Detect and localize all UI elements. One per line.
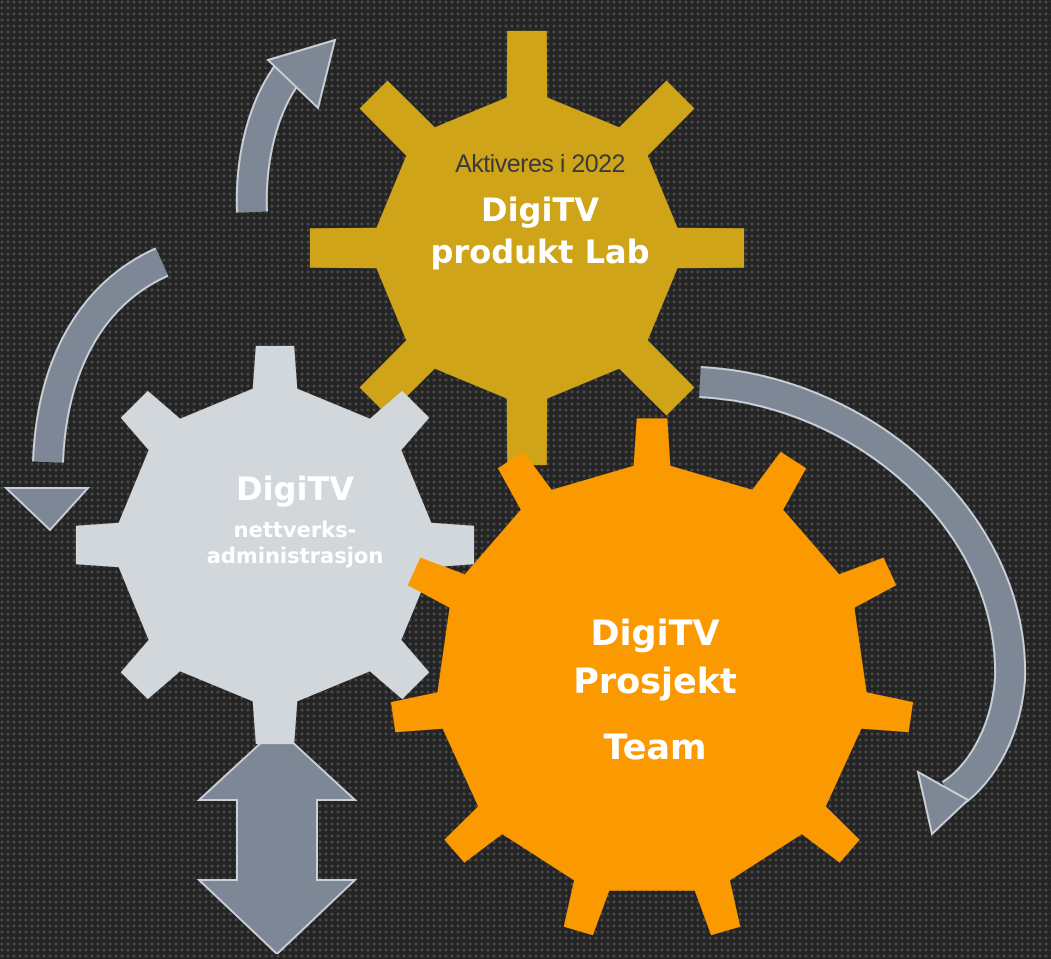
gears: [75, 30, 914, 936]
gear-network: [75, 345, 475, 745]
arrow-left: [3, 247, 169, 532]
double-arrow: [196, 726, 358, 956]
project-gear-subtitle2: Team: [603, 728, 707, 768]
project-gear-subtitle: Prosjekt: [573, 662, 737, 702]
gear-project: [390, 418, 914, 936]
network-gear-subtitle-line1: nettverks-: [233, 518, 357, 542]
gear-lab: [309, 30, 745, 466]
project-gear-title: DigiTV: [590, 614, 720, 654]
network-gear-title: DigiTV: [236, 470, 354, 508]
arrow-right: [699, 366, 1027, 836]
network-gear-subtitle-line2: administrasjon: [206, 544, 384, 568]
lab-gear-title: DigiTV: [481, 191, 599, 229]
arrow-top: [235, 38, 337, 213]
lab-gear-note: Aktiveres i 2022: [455, 150, 625, 178]
lab-gear-subtitle: produkt Lab: [430, 233, 650, 271]
cycle-arrows: [3, 38, 1027, 956]
